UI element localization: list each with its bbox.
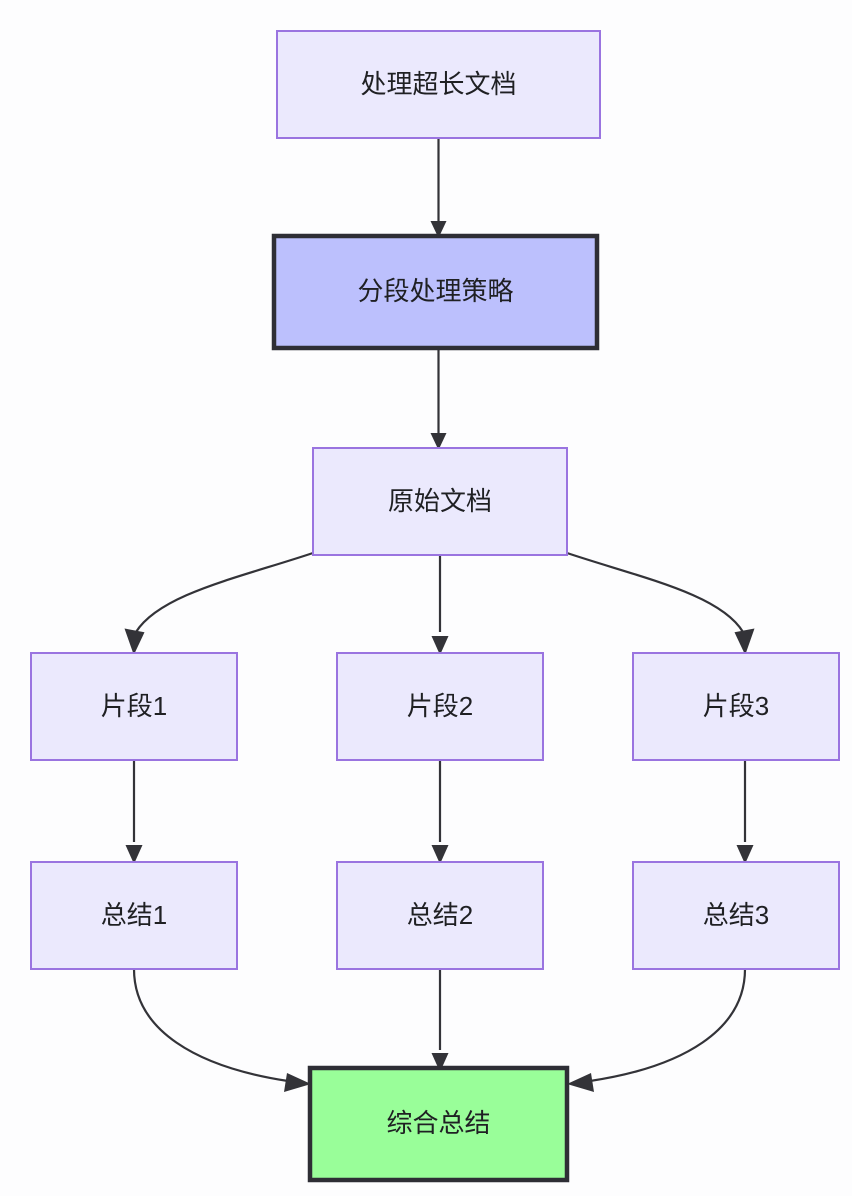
node-summary-1-label: 总结1 [101,900,167,930]
node-process-long-document[interactable]: 处理超长文档 [276,30,601,139]
edge-process-to-strategy [430,138,447,238]
node-summary-3-label: 总结3 [703,900,769,930]
edge-segment-3-to-summary-3 [736,760,754,864]
node-chunking-strategy-label: 分段处理策略 [357,276,513,306]
edge-summary-2-to-final [431,969,449,1072]
edge-summary-3-to-final [567,968,747,1092]
edge-summary-1-to-final [132,968,311,1092]
node-segment-3-shape[interactable] [632,652,840,761]
node-layer: 处理超长文档 分段处理策略 原始文档 片段1 片段2 [30,30,840,1183]
edge-source-to-segment-2 [431,555,449,655]
node-summary-2-label: 总结2 [407,900,473,930]
node-process-long-document-shape[interactable] [276,30,601,139]
node-segment-1[interactable]: 片段1 [30,652,238,761]
node-segment-2[interactable]: 片段2 [336,652,544,761]
node-segment-1-shape[interactable] [30,652,238,761]
node-final-summary-label: 综合总结 [386,1108,490,1138]
node-final-summary[interactable]: 综合总结 [307,1065,570,1183]
edge-segment-1-to-summary-1 [125,760,143,864]
node-summary-2[interactable]: 总结2 [336,861,544,970]
node-chunking-strategy[interactable]: 分段处理策略 [271,233,600,351]
node-summary-1-shape[interactable] [30,861,238,970]
node-segment-2-label: 片段2 [407,691,473,721]
node-source-document-shape[interactable] [312,447,568,556]
edge-segment-2-to-summary-2 [431,760,449,864]
node-source-document-label: 原始文档 [388,486,492,516]
node-summary-2-shape[interactable] [336,861,544,970]
node-segment-2-shape[interactable] [336,652,544,761]
node-final-summary-shape[interactable] [307,1065,570,1183]
node-summary-1[interactable]: 总结1 [30,861,238,970]
node-segment-1-label: 片段1 [101,691,167,721]
node-source-document[interactable]: 原始文档 [312,447,568,556]
node-segment-3[interactable]: 片段3 [632,652,840,761]
edge-layer [124,138,755,1092]
node-chunking-strategy-shape[interactable] [271,233,600,351]
node-summary-3-shape[interactable] [632,861,840,970]
node-segment-3-label: 片段3 [703,691,769,721]
edge-strategy-to-source [430,348,447,450]
node-summary-3[interactable]: 总结3 [632,861,840,970]
edge-source-to-segment-1 [124,551,314,655]
node-process-long-document-label: 处理超长文档 [360,69,516,99]
edge-source-to-segment-3 [566,551,755,655]
